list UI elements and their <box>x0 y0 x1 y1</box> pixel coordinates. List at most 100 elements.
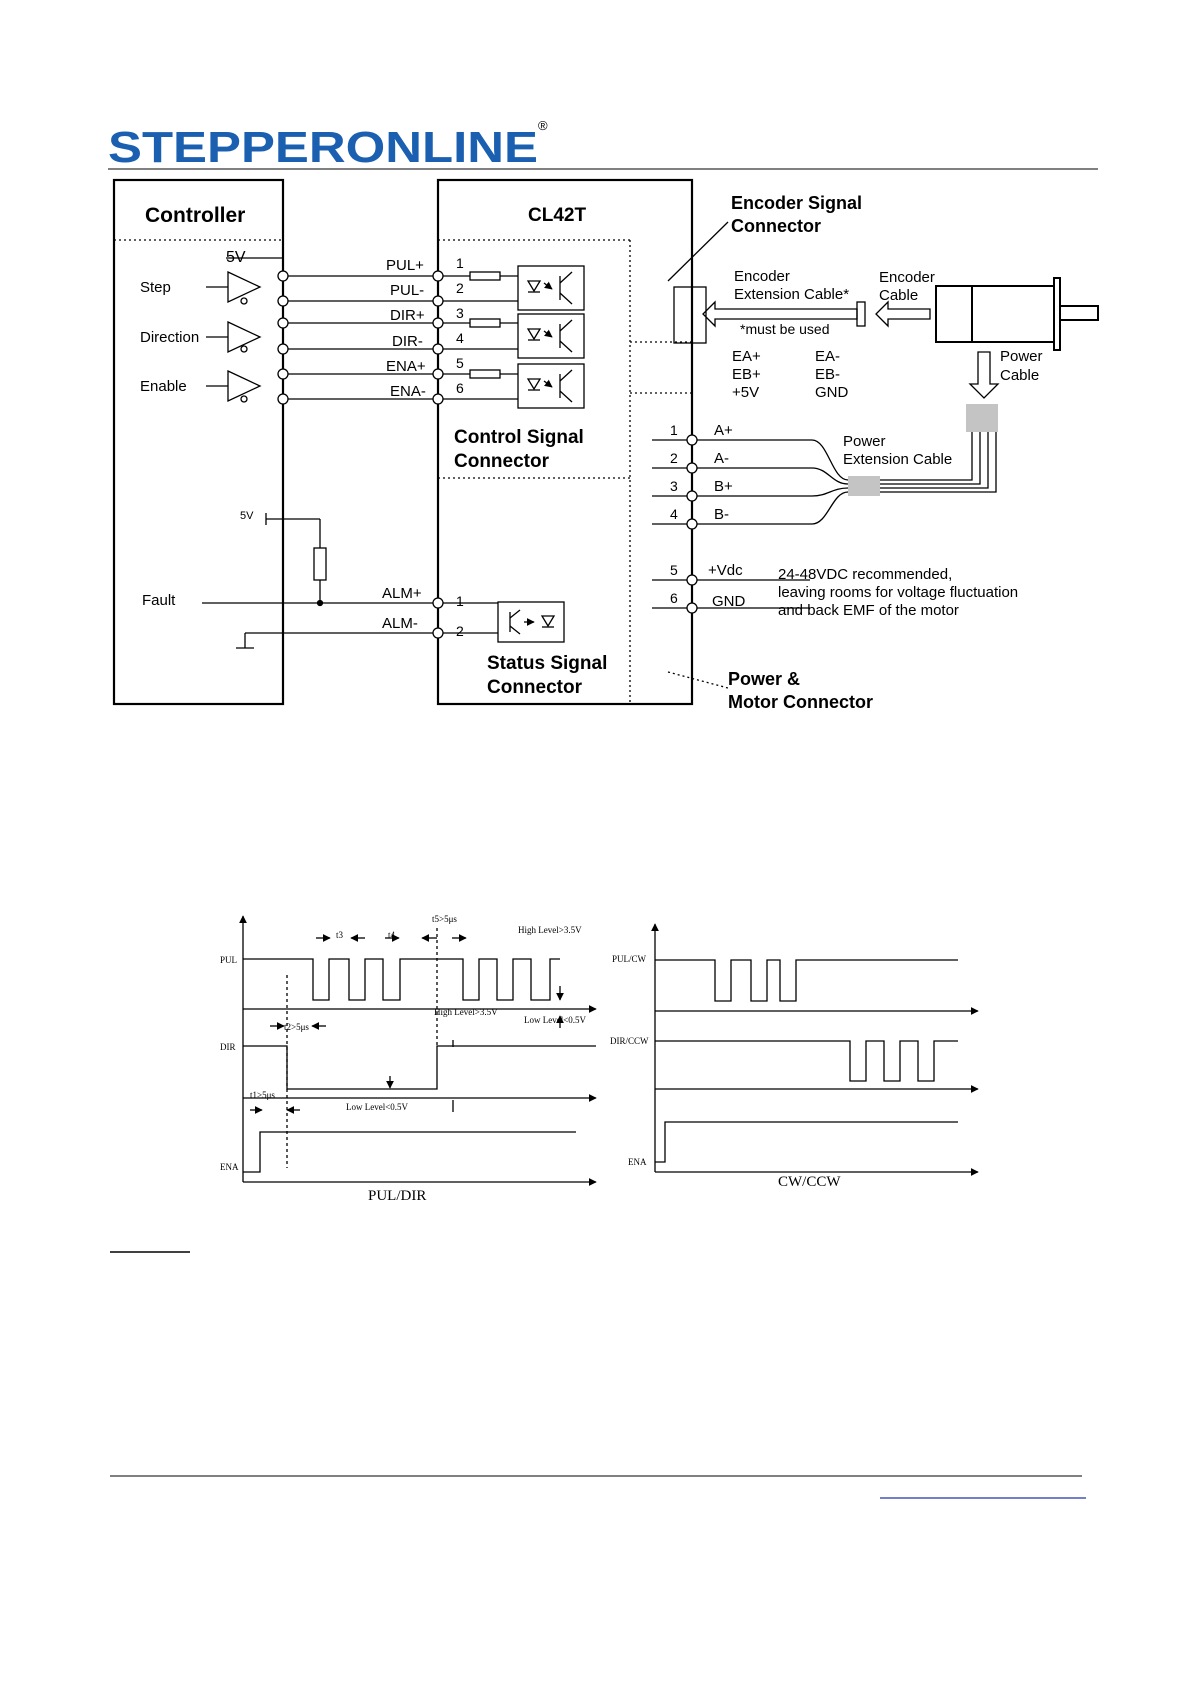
timing-cw-ccw-labels: PUL/CW DIR/CCW ENA CW/CCW <box>610 954 841 1190</box>
power-pin-label: B- <box>714 506 729 523</box>
power-motor-lines <box>652 432 997 689</box>
signal-label: ENA <box>628 1157 647 1167</box>
control-connector-label: Connector <box>454 451 550 472</box>
cw-waveform <box>655 959 958 1002</box>
encoder-connector <box>667 221 931 344</box>
pin-number: 6 <box>456 380 464 396</box>
encoder-extension-label: Extension Cable* <box>734 286 849 303</box>
control-connector-label: Control Signal <box>454 427 584 448</box>
voltage-note: leaving rooms for voltage fluctuation <box>778 584 1018 601</box>
pin-number: 1 <box>456 255 464 271</box>
pin-number: 5 <box>456 355 464 371</box>
pin-number: 3 <box>456 305 464 321</box>
alm-plus-label: ALM+ <box>382 585 422 602</box>
power-pin-num: 2 <box>670 450 678 466</box>
encoder-connector-label: Connector <box>731 216 821 236</box>
low-level-label-2: Low Level<0.5V <box>346 1102 409 1112</box>
controller-5v-label: 5V <box>226 249 246 266</box>
signal-label: ENA <box>220 1162 239 1172</box>
alm-plus-num: 1 <box>456 593 464 609</box>
timing-cw-ccw <box>651 923 979 1176</box>
encoder-signal: GND <box>815 384 849 401</box>
registered-mark: ® <box>538 118 548 133</box>
ccw-waveform <box>655 1040 958 1082</box>
low-level-label: Low Level<0.5V <box>524 1015 587 1025</box>
encoder-signal: EA+ <box>732 348 761 365</box>
voltage-note: and back EMF of the motor <box>778 602 959 619</box>
signal-label: DIR/CCW <box>610 1036 649 1046</box>
brand-logo: STEPPERONLINE ® <box>108 118 548 172</box>
controller-box <box>112 178 285 706</box>
alm-minus-num: 2 <box>456 623 464 639</box>
dir-waveform <box>243 1045 596 1090</box>
power-cable-label: Power <box>1000 348 1043 365</box>
encoder-extension-label: Encoder <box>734 268 790 285</box>
fault-label: Fault <box>142 592 176 609</box>
power-extension-label: Extension Cable <box>843 451 952 468</box>
power-pin-num: 1 <box>670 422 678 438</box>
pin-label: ENA- <box>390 383 426 400</box>
high-level-label-2: High Level>3.5V <box>434 1007 498 1017</box>
logo-text: STEPPERONLINE <box>108 123 538 172</box>
cw-ccw-caption: CW/CCW <box>778 1174 841 1190</box>
power-pin-label: GND <box>712 593 746 610</box>
controller-buffers <box>206 270 262 403</box>
timing-pul-dir-labels: PUL DIR ENA t3 t4 t5>5μs High Level>3.5V… <box>220 914 587 1204</box>
wiring-labels: Controller CL42T 5V Step Direction Enabl… <box>140 193 1043 712</box>
pin-label: PUL+ <box>386 257 424 274</box>
alm-minus-label: ALM- <box>382 615 418 632</box>
status-signal-lines <box>202 513 565 649</box>
power-pin-label: A+ <box>714 422 733 439</box>
ena-waveform <box>243 1131 576 1173</box>
encoder-signal: EB- <box>815 366 840 383</box>
pin-number: 4 <box>456 330 464 346</box>
power-cable-label: Cable <box>1000 367 1039 384</box>
signal-label: PUL <box>220 955 237 965</box>
signal-label: DIR <box>220 1042 236 1052</box>
control-signal-lines <box>226 250 518 410</box>
encoder-cable-label: Cable <box>879 287 918 304</box>
encoder-signal: +5V <box>732 384 759 401</box>
voltage-note: 24-48VDC recommended, <box>778 566 952 583</box>
power-motor-label: Power & <box>728 669 800 689</box>
pin-label: DIR+ <box>390 307 425 324</box>
step-label: Step <box>140 279 171 296</box>
signal-label: PUL/CW <box>612 954 647 964</box>
wiring-diagram <box>112 178 1099 706</box>
driver-title: CL42T <box>528 205 586 226</box>
encoder-signal: EB+ <box>732 366 761 383</box>
t3-label: t3 <box>336 930 344 940</box>
pullup-5v-label: 5V <box>240 510 254 522</box>
power-pin-label: A- <box>714 450 729 467</box>
power-pin-label: B+ <box>714 478 733 495</box>
t1-label: t1>5μs <box>250 1090 275 1100</box>
power-pin-num: 5 <box>670 562 678 578</box>
encoder-signal: EA- <box>815 348 840 365</box>
pul-waveform <box>243 958 560 1001</box>
power-extension-label: Power <box>843 433 886 450</box>
status-connector-label: Status Signal <box>487 653 607 674</box>
pin-number: 2 <box>456 280 464 296</box>
optocouplers <box>517 265 585 409</box>
power-pin-num: 4 <box>670 506 678 522</box>
encoder-connector-label: Encoder Signal <box>731 193 862 213</box>
t4-label: t4 <box>388 930 396 940</box>
power-pin-label: +Vdc <box>708 562 743 579</box>
power-pin-num: 6 <box>670 590 678 606</box>
pin-label: PUL- <box>390 282 424 299</box>
status-connector-label: Connector <box>487 677 583 698</box>
cw-ena-waveform <box>655 1121 958 1163</box>
high-level-label: High Level>3.5V <box>518 925 582 935</box>
pin-label: ENA+ <box>386 358 426 375</box>
timing-pul-dir <box>239 915 597 1186</box>
enable-label: Enable <box>140 378 187 395</box>
power-motor-label: Motor Connector <box>728 692 873 712</box>
pin-label: DIR- <box>392 333 423 350</box>
t5-label: t5>5μs <box>432 914 457 924</box>
pul-dir-caption: PUL/DIR <box>368 1188 426 1204</box>
t2-label: t2>5μs <box>284 1022 309 1032</box>
encoder-cable-label: Encoder <box>879 269 935 286</box>
must-be-used-note: *must be used <box>740 321 830 337</box>
power-pin-num: 3 <box>670 478 678 494</box>
